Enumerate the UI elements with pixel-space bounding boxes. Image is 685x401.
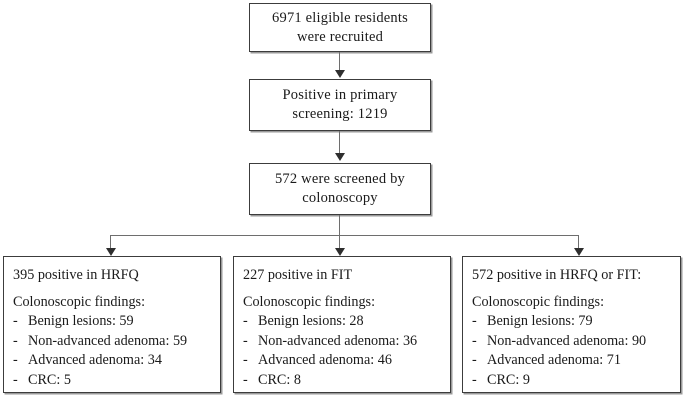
bullet-dash: - <box>472 313 477 329</box>
arrowhead-to-panel-hrfq <box>106 248 116 256</box>
arrowhead-to-panel-hrfq-or-fit <box>574 248 584 256</box>
list-item: - CRC: 5 <box>13 371 220 391</box>
panel-fit: 227 positive in FIT Colonoscopic finding… <box>233 256 451 393</box>
node-recruited: 6971 eligible residents were recruited <box>249 3 431 52</box>
bullet-dash: - <box>13 313 18 329</box>
connector-colonoscopy-stem <box>339 215 341 236</box>
connector-branch-bar <box>110 235 579 237</box>
list-item-label: CRC: 8 <box>258 371 301 388</box>
connector-branch-left <box>110 235 112 250</box>
list-item-label: Benign lesions: 79 <box>487 313 593 329</box>
bullet-dash: - <box>472 371 477 388</box>
node-recruited-line-2: were recruited <box>296 28 384 45</box>
arrowhead-to-primary-screening <box>335 70 345 78</box>
node-recruited-line-1: 6971 eligible residents <box>272 9 408 26</box>
node-colonoscopy: 572 were screened by colonoscopy <box>249 163 431 215</box>
list-item-label: Non-advanced adenoma: 59 <box>28 332 188 349</box>
bullet-dash: - <box>13 332 18 349</box>
arrowhead-to-colonoscopy <box>335 153 345 161</box>
bullet-dash: - <box>243 371 248 388</box>
panel-hrfq-findings-list: - Benign lesions: 59 - Non-advanced aden… <box>13 312 220 390</box>
list-item-label: Benign lesions: 28 <box>258 313 364 329</box>
list-item-label: Advanced adenoma: 46 <box>258 352 392 368</box>
connector-primary-to-colonoscopy <box>339 131 341 155</box>
connector-branch-middle <box>339 235 341 250</box>
list-item-label: Advanced adenoma: 34 <box>28 352 162 368</box>
bullet-dash: - <box>13 352 18 368</box>
list-item-label: Non-advanced adenoma: 90 <box>487 332 647 349</box>
bullet-dash: - <box>243 313 248 329</box>
panel-hrfq-subheading: Colonoscopic findings: <box>13 294 146 310</box>
panel-fit-subheading: Colonoscopic findings: <box>243 294 376 310</box>
connector-branch-right <box>578 235 580 250</box>
list-item: - Advanced adenoma: 71 <box>472 351 680 371</box>
list-item-label: CRC: 5 <box>28 371 71 388</box>
list-item-label: Non-advanced adenoma: 36 <box>258 332 418 349</box>
node-primary-screening: Positive in primary screening: 1219 <box>249 79 431 131</box>
list-item: - Non-advanced adenoma: 36 <box>243 332 450 352</box>
node-primary-screening-line-2: screening: 1219 <box>292 106 388 122</box>
bullet-dash: - <box>243 332 248 349</box>
panel-hrfq-or-fit-subheading: Colonoscopic findings: <box>472 294 605 310</box>
node-colonoscopy-line-1: 572 were screened by <box>274 171 405 187</box>
list-item: - Benign lesions: 79 <box>472 312 680 332</box>
list-item: - Advanced adenoma: 34 <box>13 351 220 371</box>
list-item: - Benign lesions: 59 <box>13 312 220 332</box>
panel-hrfq-heading: 395 positive in HRFQ <box>13 267 139 283</box>
bullet-dash: - <box>13 371 18 388</box>
panel-fit-heading: 227 positive in FIT <box>243 267 353 283</box>
panel-hrfq: 395 positive in HRFQ Colonoscopic findin… <box>3 256 221 393</box>
bullet-dash: - <box>472 332 477 349</box>
list-item-label: CRC: 9 <box>487 371 530 388</box>
panel-hrfq-or-fit: 572 positive in HRFQ or FIT: Colonoscopi… <box>462 256 681 393</box>
list-item-label: Advanced adenoma: 71 <box>487 352 621 368</box>
connector-recruited-to-primary <box>339 52 341 72</box>
panel-hrfq-or-fit-heading: 572 positive in HRFQ or FIT: <box>472 267 642 283</box>
list-item: - Benign lesions: 28 <box>243 312 450 332</box>
node-primary-screening-line-1: Positive in primary <box>282 87 398 103</box>
list-item: - CRC: 9 <box>472 371 680 391</box>
arrowhead-to-panel-fit <box>335 248 345 256</box>
list-item: - Advanced adenoma: 46 <box>243 351 450 371</box>
panel-hrfq-or-fit-findings-list: - Benign lesions: 79 - Non-advanced aden… <box>472 312 680 390</box>
panel-fit-findings-list: - Benign lesions: 28 - Non-advanced aden… <box>243 312 450 390</box>
list-item: - Non-advanced adenoma: 59 <box>13 332 220 352</box>
bullet-dash: - <box>472 352 477 368</box>
list-item-label: Benign lesions: 59 <box>28 313 134 329</box>
node-colonoscopy-line-2: colonoscopy <box>302 190 378 206</box>
list-item: - CRC: 8 <box>243 371 450 391</box>
list-item: - Non-advanced adenoma: 90 <box>472 332 680 352</box>
bullet-dash: - <box>243 352 248 368</box>
